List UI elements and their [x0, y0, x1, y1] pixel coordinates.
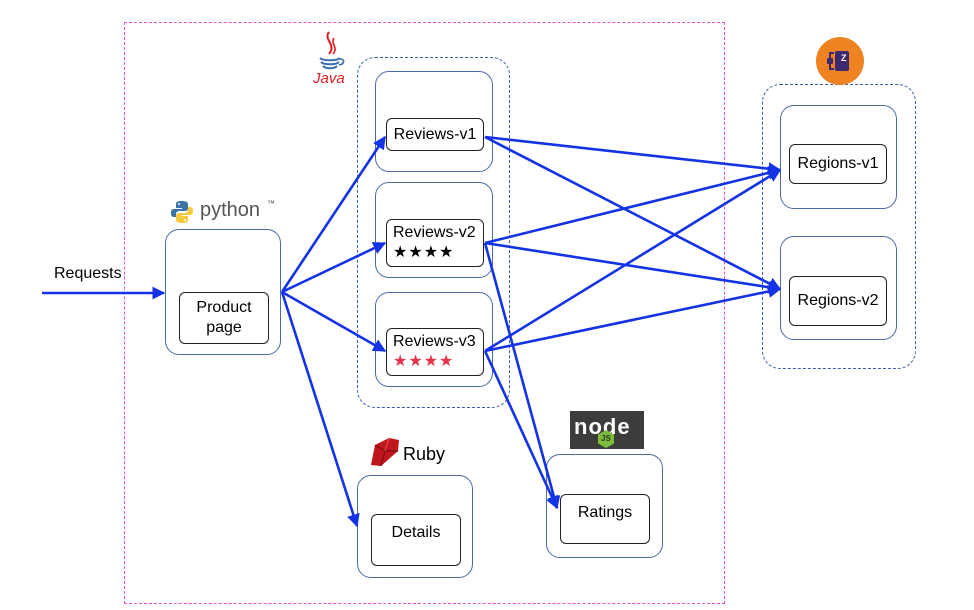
arrow-reviews-v2-to-regions-v1 — [484, 166, 782, 245]
ratings-label: Ratings — [577, 504, 633, 521]
ruby-label: Ruby — [403, 444, 446, 464]
python-label: python — [200, 199, 261, 221]
arrow-productpage-to-reviews-v2 — [281, 241, 387, 294]
java-cup-icon — [319, 31, 345, 70]
arrow-reviews-v1-to-regions-v2 — [484, 135, 782, 291]
reviews-v2-box[interactable]: Reviews-v2 ★★★★ — [386, 219, 484, 267]
node-logo: node JS — [570, 411, 644, 449]
java-label: Java — [313, 70, 345, 87]
arrow-reviews-v1-to-regions-v1 — [484, 135, 782, 176]
ruby-gem-icon — [371, 437, 399, 467]
regions-logo-letter: Z — [841, 53, 847, 63]
mesh-boundary — [124, 22, 725, 604]
reviews-v1-label: Reviews-v1 — [393, 125, 477, 143]
regions-v2-box[interactable]: Regions-v2 — [789, 276, 887, 326]
regions-logo: Z — [816, 37, 864, 85]
python-snake-icon — [171, 201, 193, 223]
reviews-v3-stars: ★★★★ — [393, 353, 455, 370]
arrow-reviews-v2-to-ratings — [483, 242, 561, 510]
ruby-logo: Ruby — [369, 437, 459, 469]
regions-v1-label: Regions-v1 — [797, 155, 879, 172]
details-label: Details — [391, 524, 441, 541]
arrow-reviews-v3-to-regions-v1 — [484, 168, 782, 353]
arrow-reviews-v2-to-regions-v2 — [484, 241, 782, 294]
arrow-productpage-to-details — [280, 291, 360, 528]
reviews-v2-stars: ★★★★ — [393, 244, 455, 261]
requests-label: Requests — [54, 265, 122, 282]
arrow-reviews-v3-to-ratings — [483, 350, 559, 510]
reviews-v3-box[interactable]: Reviews-v3 ★★★★ — [386, 328, 484, 376]
regions-v1-box[interactable]: Regions-v1 — [789, 144, 887, 184]
productpage-label-line2: page — [206, 319, 242, 336]
java-logo: Java — [311, 30, 351, 88]
arrow-reviews-v3-to-regions-v2 — [484, 285, 782, 353]
python-logo: python ™ — [170, 199, 280, 227]
python-trademark: ™ — [267, 199, 275, 208]
arrow-productpage-to-reviews-v1 — [280, 135, 387, 293]
productpage-box[interactable]: Product page — [179, 292, 269, 344]
regions-v2-label: Regions-v2 — [797, 292, 879, 309]
reviews-v2-label: Reviews-v2 — [393, 224, 476, 241]
ratings-box[interactable]: Ratings — [560, 494, 650, 544]
zend-framework-icon — [827, 51, 849, 71]
reviews-v1-box[interactable]: Reviews-v1 — [386, 118, 484, 151]
node-hexagon-icon — [598, 430, 614, 448]
reviews-group — [357, 57, 510, 408]
productpage-label-line1: Product — [196, 299, 252, 316]
arrow-productpage-to-reviews-v3 — [281, 290, 387, 353]
details-box[interactable]: Details — [371, 514, 461, 566]
reviews-v3-label: Reviews-v3 — [393, 333, 476, 350]
node-js-badge: JS — [601, 434, 611, 443]
